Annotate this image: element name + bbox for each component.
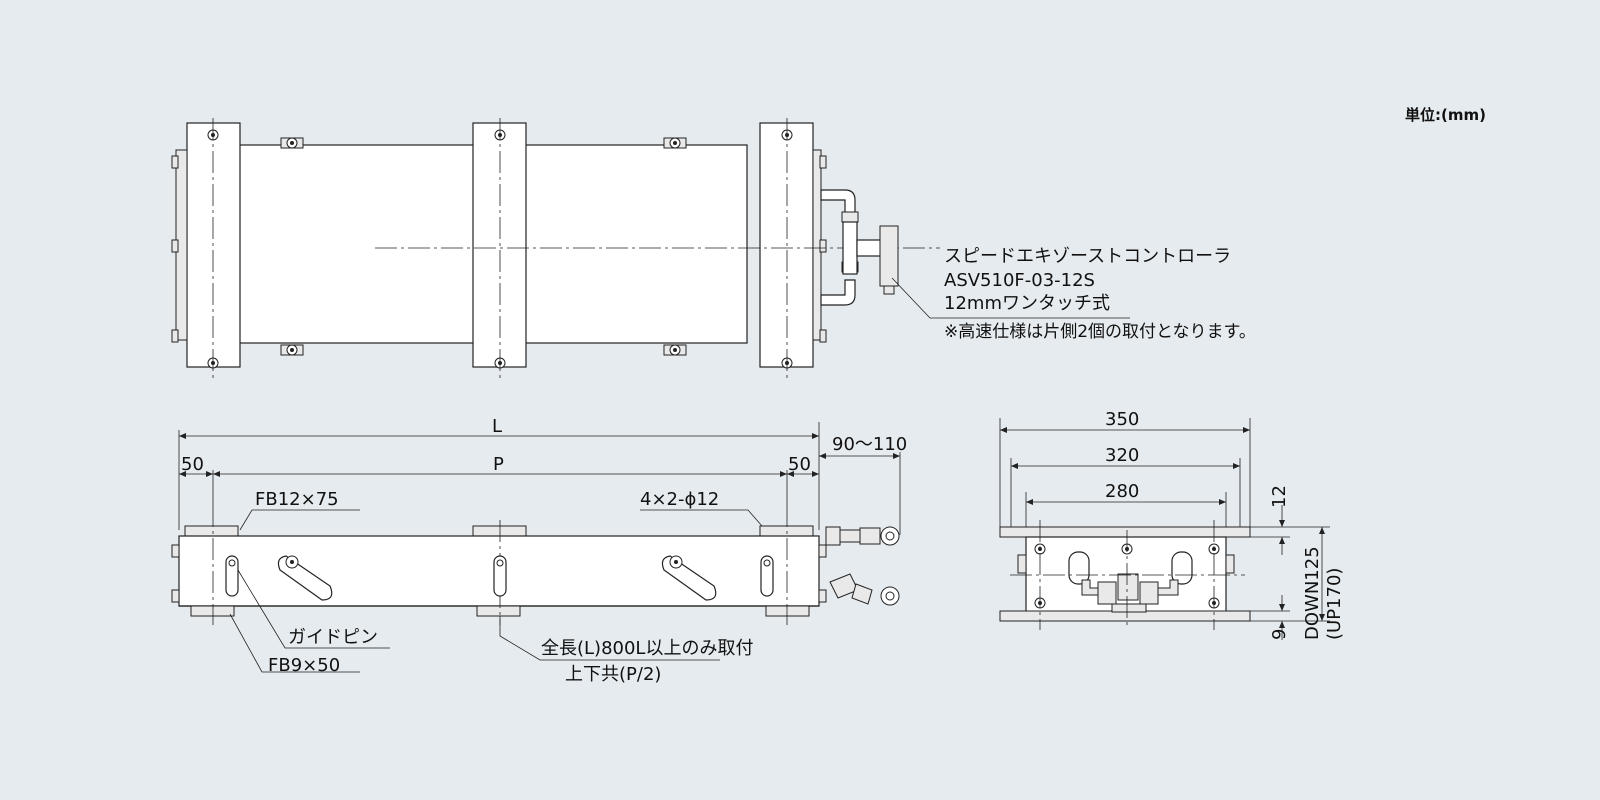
dim-down125: DOWN125 <box>1302 546 1323 640</box>
front-view <box>171 422 901 673</box>
top-left-clamp <box>186 122 241 368</box>
label-guide-pin: ガイドピン <box>288 627 378 648</box>
dim-50-right: 50 <box>788 454 811 475</box>
dim-L: L <box>492 416 502 437</box>
top-middle-clamp <box>472 122 527 368</box>
dim-280: 280 <box>1105 481 1139 502</box>
label-full-length: 全長(L)800L以上のみ取付 <box>541 638 753 659</box>
unit-label: 単位:(mm) <box>1405 106 1486 124</box>
side-view <box>999 418 1330 640</box>
label-top-bottom: 上下共(P/2) <box>565 664 661 685</box>
label-fb9x50: FB9×50 <box>268 655 340 676</box>
label-fb12x75: FB12×75 <box>255 489 339 510</box>
controller-model: ASV510F-03-12S <box>944 270 1095 291</box>
dim-320: 320 <box>1105 445 1139 466</box>
controller-fitting: 12mmワンタッチ式 <box>944 293 1110 314</box>
top-right-clamp <box>759 122 814 368</box>
label-holes: 4×2-ϕ12 <box>640 489 719 510</box>
dim-350: 350 <box>1105 409 1139 430</box>
dim-12: 12 <box>1269 485 1290 508</box>
dim-9: 9 <box>1269 629 1290 640</box>
controller-label: スピードエキゾーストコントローラ <box>944 246 1231 267</box>
dim-90-110: 90～110 <box>832 434 907 455</box>
dim-50-left: 50 <box>181 454 204 475</box>
dim-up170: (UP170) <box>1324 568 1345 640</box>
dim-P: P <box>493 454 504 475</box>
top-view <box>171 118 1130 380</box>
high-speed-note: ※高速仕様は片側2個の取付となります。 <box>944 322 1256 342</box>
